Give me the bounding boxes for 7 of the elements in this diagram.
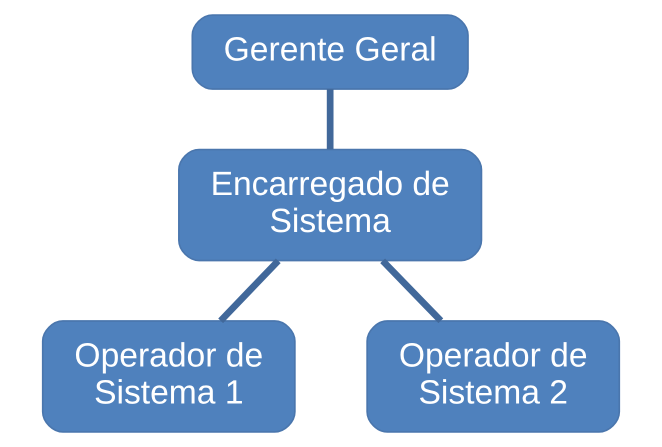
connector (380, 258, 444, 324)
node-box: Operador de Sistema 2 (366, 320, 620, 433)
connector (326, 89, 334, 150)
node-box: Operador de Sistema 1 (42, 320, 296, 433)
node-box: Gerente Geral (191, 14, 469, 90)
connector (218, 258, 281, 324)
node-box: Encarregado de Sistema (178, 148, 482, 262)
